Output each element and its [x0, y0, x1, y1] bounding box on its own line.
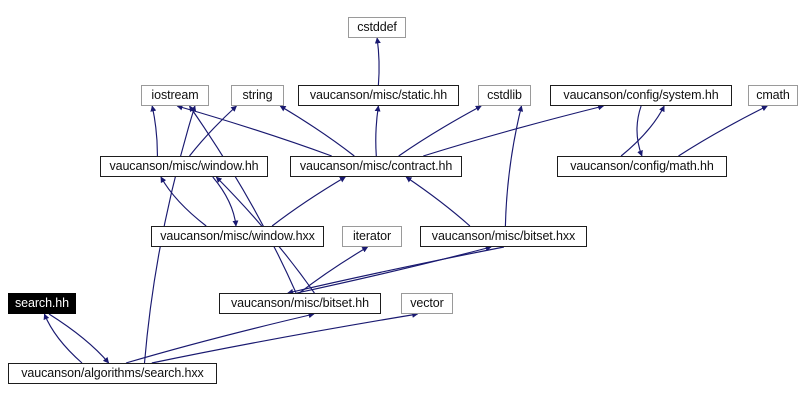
- graph-edge-contract-hh-to-static-hh: [374, 105, 381, 157]
- graph-edge-bitset-hxx-to-bitset-hh: [287, 246, 505, 295]
- graph-edge-math-hh-to-system-hh: [620, 105, 665, 157]
- graph-node-window-hxx[interactable]: vaucanson/misc/window.hxx: [151, 226, 324, 247]
- graph-edge-window-hh-to-iostream: [150, 105, 158, 157]
- graph-edge-window-hh-to-window-hxx: [212, 176, 239, 227]
- graph-edge-bitset-hxx-to-cstdlib: [504, 105, 524, 227]
- graph-node-iterator[interactable]: iterator: [342, 226, 402, 247]
- graph-node-cstdlib[interactable]: cstdlib: [478, 85, 531, 106]
- graph-node-bitset-hh[interactable]: vaucanson/misc/bitset.hh: [219, 293, 381, 314]
- graph-edge-contract-hh-to-system-hh: [423, 104, 605, 157]
- graph-node-vector[interactable]: vector: [401, 293, 453, 314]
- graph-node-string[interactable]: string: [231, 85, 284, 106]
- graph-node-system-hh[interactable]: vaucanson/config/system.hh: [550, 85, 732, 106]
- graph-edge-contract-hh-to-string: [279, 105, 355, 157]
- graph-edge-math-hh-to-cmath: [678, 105, 768, 157]
- graph-node-search-hxx[interactable]: vaucanson/algorithms/search.hxx: [8, 363, 217, 384]
- graph-node-window-hh[interactable]: vaucanson/misc/window.hh: [100, 156, 268, 177]
- graph-node-contract-hh[interactable]: vaucanson/misc/contract.hh: [290, 156, 462, 177]
- graph-edge-search-hxx-to-vector: [151, 311, 419, 364]
- graph-node-static-hh[interactable]: vaucanson/misc/static.hh: [298, 85, 459, 106]
- graph-edge-bitset-hh-to-iterator: [299, 246, 369, 294]
- graph-edge-system-hh-to-math-hh: [636, 105, 643, 157]
- graph-node-bitset-hxx[interactable]: vaucanson/misc/bitset.hxx: [420, 226, 587, 247]
- graph-edge-window-hxx-to-contract-hh: [271, 176, 346, 227]
- graph-edge-window-hh-to-string: [189, 105, 237, 157]
- graph-edge-bitset-hh-to-iostream: [189, 105, 297, 294]
- graph-node-math-hh[interactable]: vaucanson/config/math.hh: [557, 156, 727, 177]
- graph-node-search-hh: search.hh: [8, 293, 76, 314]
- graph-edge-static-hh-to-cstddef: [374, 37, 381, 86]
- graph-node-cmath[interactable]: cmath: [748, 85, 798, 106]
- graph-edge-search-hxx-to-bitset-hh: [125, 312, 315, 364]
- graph-edge-contract-hh-to-cstdlib: [398, 105, 482, 157]
- graph-edge-bitset-hxx-to-contract-hh: [405, 176, 471, 227]
- graph-edge-contract-hh-to-iostream: [176, 104, 332, 157]
- graph-node-iostream[interactable]: iostream: [141, 85, 209, 106]
- graph-edge-search-hh-to-search-hxx: [48, 313, 110, 364]
- graph-node-cstddef[interactable]: cstddef: [348, 17, 406, 38]
- graph-edge-search-hxx-to-search-hh: [43, 313, 83, 364]
- graph-edge-bitset-hh-to-bitset-hxx: [296, 245, 492, 294]
- graph-edge-window-hxx-to-window-hh: [160, 176, 207, 227]
